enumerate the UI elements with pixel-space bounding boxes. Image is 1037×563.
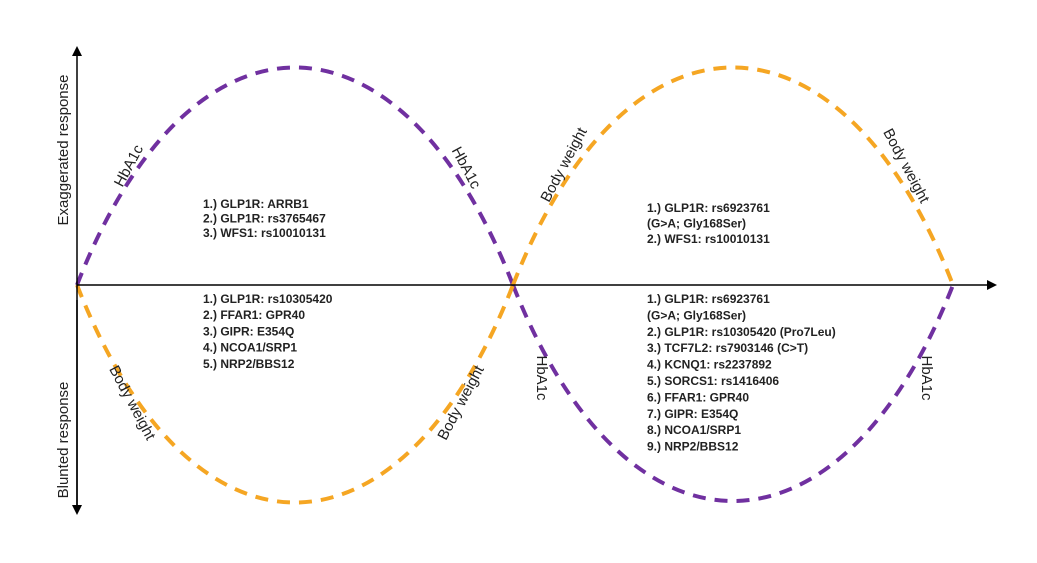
panel-item: (G>A; Gly168Ser) <box>647 308 746 322</box>
body-weight-curve-right <box>511 65 955 286</box>
panel-item: 1.) GLP1R: rs6923761 <box>647 292 770 306</box>
panel-item: 3.) TCF7L2: rs7903146 (C>T) <box>647 341 808 355</box>
panel-lower-right: 1.) GLP1R: rs6923761 (G>A; Gly168Ser) 2.) … <box>647 292 836 454</box>
panel-item: (G>A; Gly168Ser) <box>647 217 746 231</box>
panel-lower-left: 1.) GLP1R: rs10305420 2.) FFAR1: GPR40 3.)… <box>203 292 333 371</box>
hba1c-curve-left <box>75 65 515 286</box>
body-weight-label-lower-right: Body weight <box>434 362 488 443</box>
hba1c-curve-right <box>511 284 955 503</box>
hba1c-label-lower-right: HbA1c <box>918 355 935 401</box>
panel-item: 4.) KCNQ1: rs2237892 <box>647 358 772 372</box>
panel-item: 9.) NRP2/BBS12 <box>647 440 739 454</box>
hba1c-label-upper-right: HbA1c <box>448 144 484 192</box>
panel-item: 1.) GLP1R: rs10305420 <box>203 292 333 306</box>
panel-item: 4.) NCOA1/SRP1 <box>203 341 297 355</box>
panel-item: 5.) NRP2/BBS12 <box>203 357 295 371</box>
panel-item: 2.) FFAR1: GPR40 <box>203 308 305 322</box>
y-axis-bottom-label: Blunted response <box>55 382 72 499</box>
hba1c-label-lower-left: HbA1c <box>533 355 550 401</box>
panel-item: 1.) GLP1R: ARRB1 <box>203 197 309 211</box>
panel-item: 2.) GLP1R: rs3765467 <box>203 212 326 226</box>
panel-upper-right: 1.) GLP1R: rs6923761 (G>A; Gly168Ser)2.) … <box>647 201 770 246</box>
panel-item: 8.) NCOA1/SRP1 <box>647 423 741 437</box>
panel-item: 3.) GIPR: E354Q <box>203 324 294 338</box>
body-weight-curve-left <box>75 284 515 505</box>
panel-item: 1.) GLP1R: rs6923761 <box>647 201 770 215</box>
panel-item: 7.) GIPR: E354Q <box>647 407 738 421</box>
y-axis-top-label: Exaggerated response <box>55 75 72 226</box>
panel-item: 2.) GLP1R: rs10305420 (Pro7Leu) <box>647 325 836 339</box>
panel-item: 2.) WFS1: rs10010131 <box>647 232 770 246</box>
body-weight-label-upper-left: Body weight <box>537 124 591 205</box>
body-weight-label-lower-left: Body weight <box>105 363 159 444</box>
body-weight-label-upper-right: Body weight <box>879 126 933 207</box>
panel-item: 5.) SORCS1: rs1416406 <box>647 374 779 388</box>
panel-item: 6.) FFAR1: GPR40 <box>647 390 749 404</box>
panel-item: 3.) WFS1: rs10010131 <box>203 226 326 240</box>
